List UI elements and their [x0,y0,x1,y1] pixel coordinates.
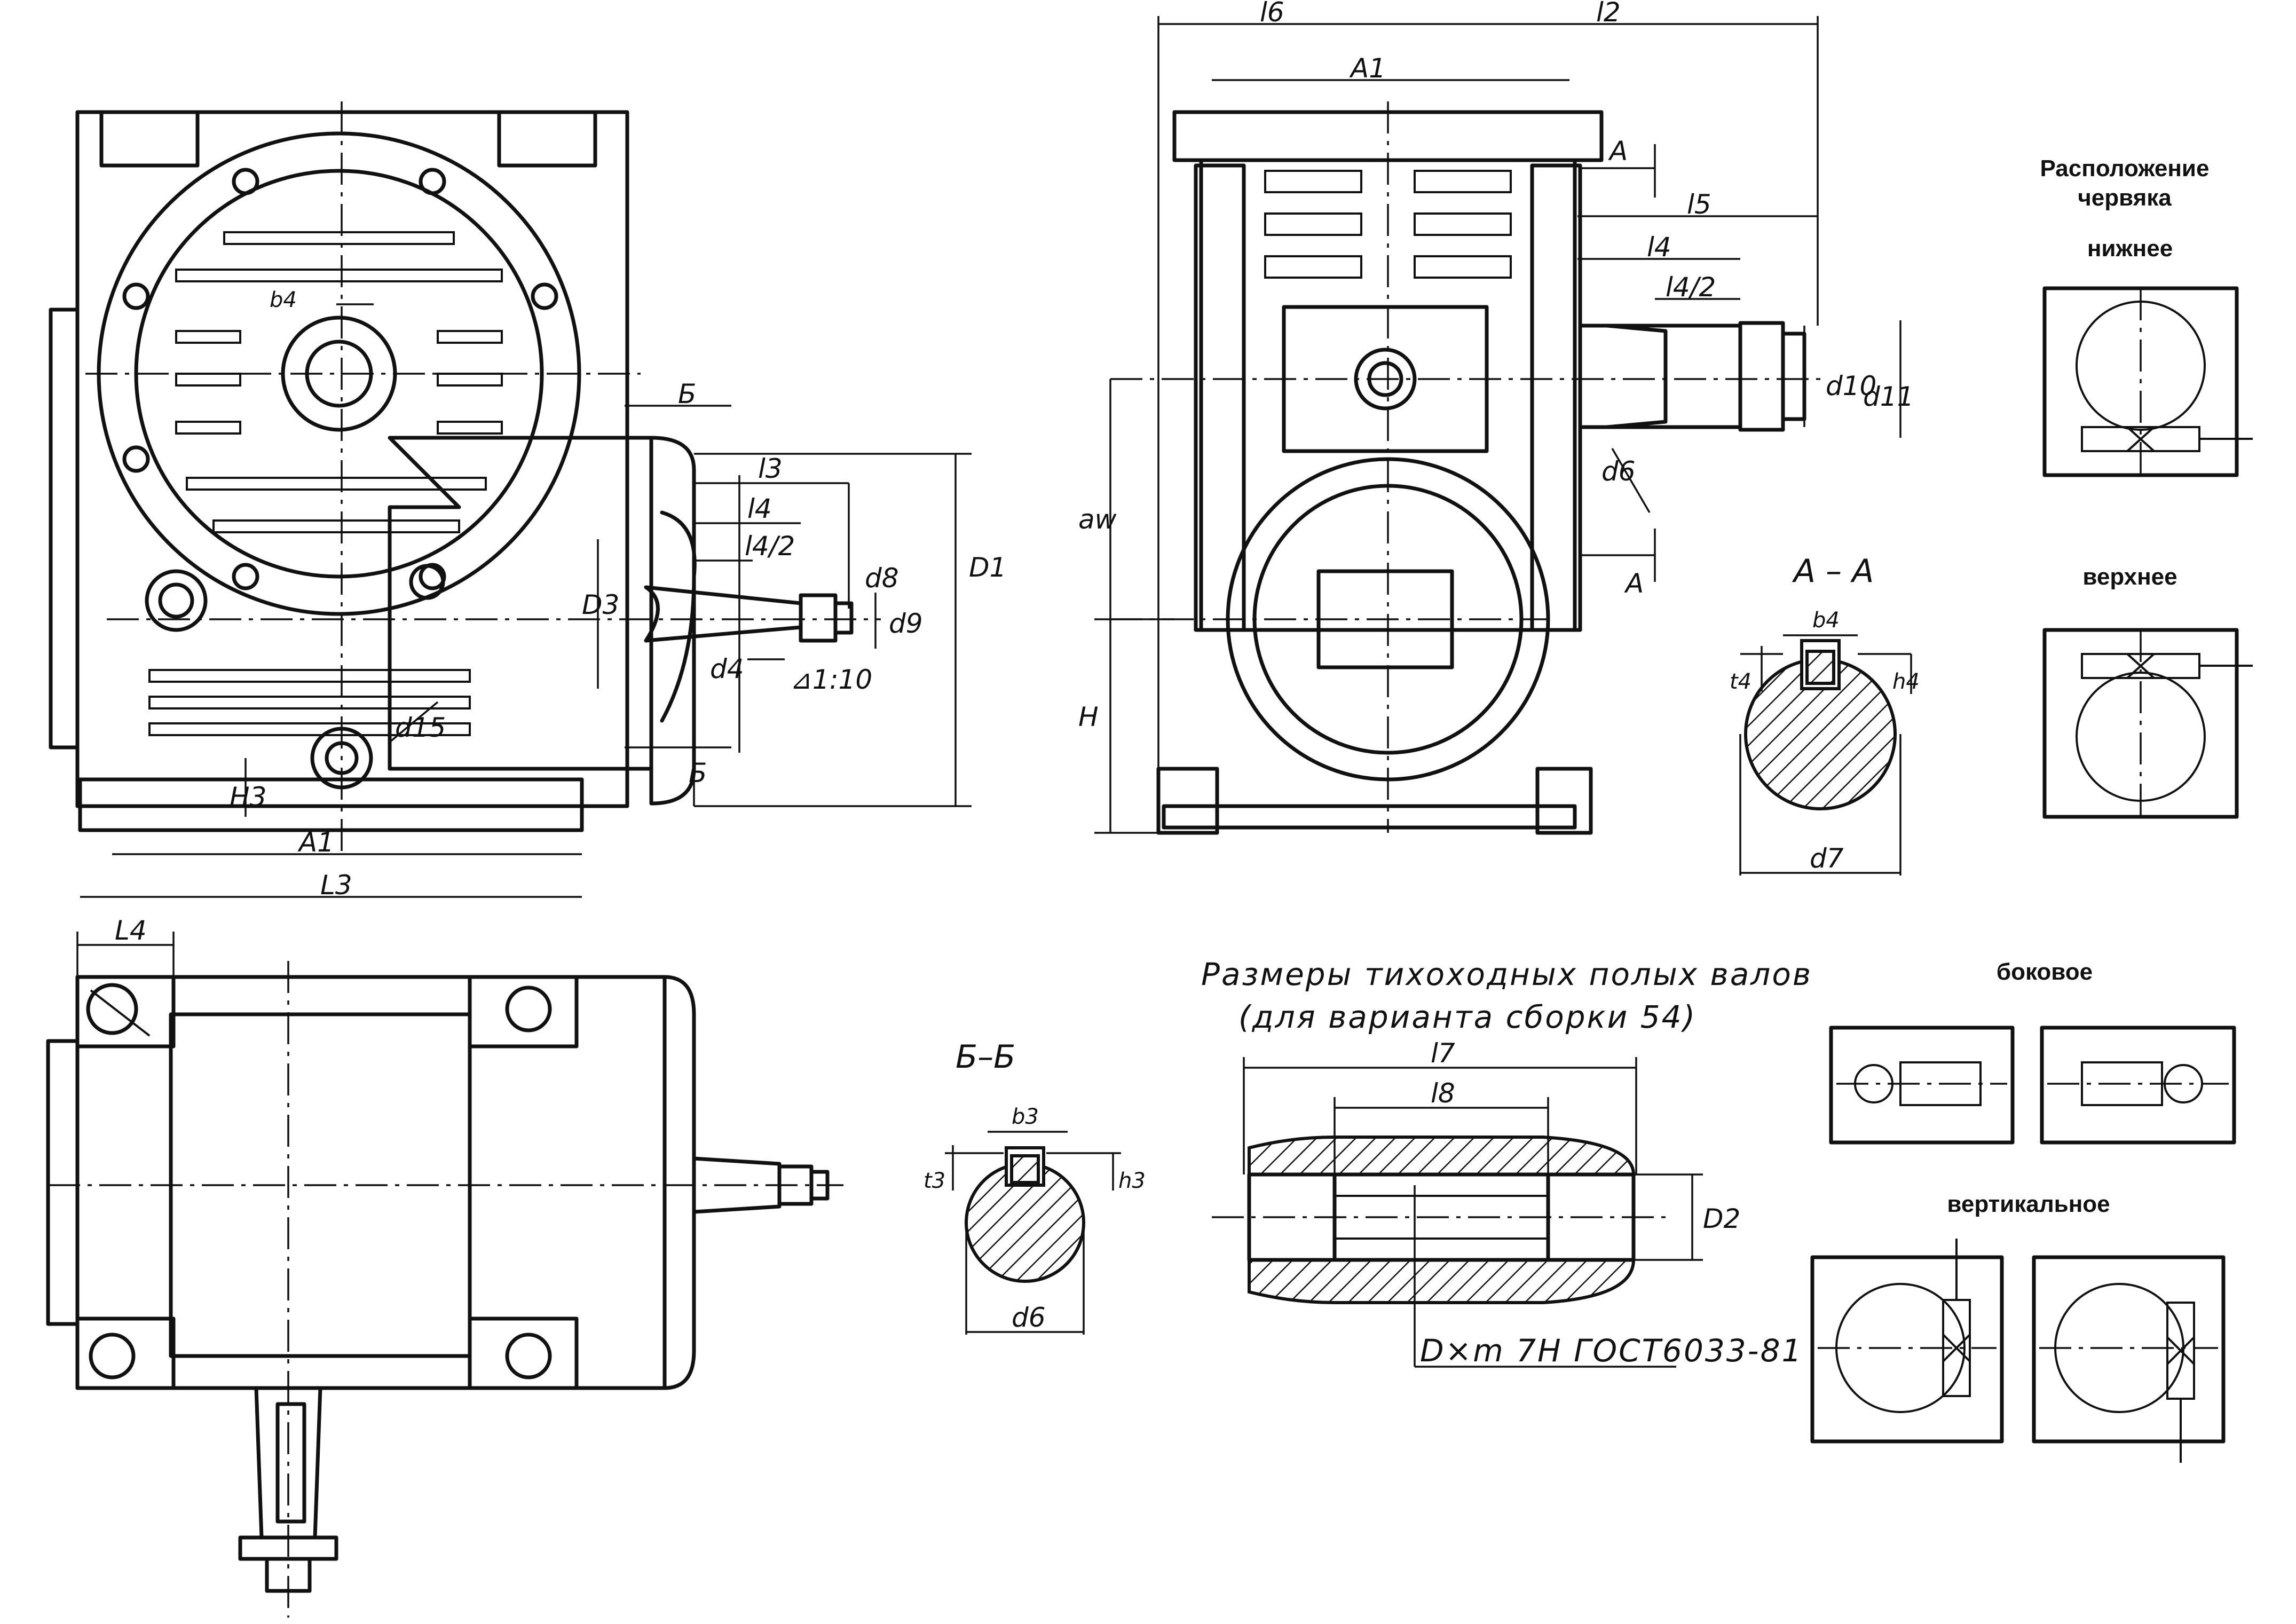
dim-t4: t4 [1730,669,1751,694]
section-mark-a-top: A [1608,136,1628,167]
dim-d7: d7 [1810,843,1844,874]
dim-d11: d11 [1863,381,1914,412]
housing-bolts [122,168,558,590]
worm-side-label: боковое [1997,959,2093,985]
worm-position-title-line1: Расположение [2040,155,2210,182]
dim-L3: L3 [320,870,352,901]
dim-l8: l8 [1431,1078,1455,1109]
dim-d15: d15 [395,712,446,743]
section-a-a: A – A b4 t4 h4 d7 [1730,553,1920,876]
worm-vertical-label: вертикальное [1947,1191,2110,1217]
dim-t3: t3 [924,1169,945,1193]
diagram-worm-vertical-right [2032,1255,2226,1463]
dim-h4: h4 [1892,669,1920,694]
cooling-fins [148,231,503,736]
worm-position-panel: Расположение червяка нижнее верхнее боко… [1810,155,2253,1463]
dim-h3: h3 [1118,1169,1146,1193]
dim-l4: l4 [747,493,772,524]
dim-d8: d8 [865,563,899,594]
section-b-b-title: Б–Б [956,1038,1015,1076]
dim-A1-front: A1 [297,827,334,858]
section-b-b: Б–Б b3 t3 h3 d6 [924,1038,1146,1335]
side-fins [1264,170,1512,279]
side-view: l6 l2 A1 A A l5 l4 l4/2 d10 d11 d6 aw H [1078,0,1914,835]
dim-b3: b3 [1012,1105,1039,1129]
diagram-worm-side-right [2040,1026,2236,1145]
section-mark-a-bottom: A [1624,568,1644,599]
spline-note: D×m 7H ГОСТ6033-81 [1420,1333,1803,1369]
dim-L4: L4 [115,915,147,946]
dim-H3: H3 [230,782,266,813]
dim-d4: d4 [710,653,744,684]
front-view: Б Б l3 l4 l4/2 d8 d9 D1 D3 d4 ⊿1:10 d15 … [49,101,1006,901]
dim-d6-side: d6 [1601,456,1636,487]
dim-l6: l6 [1260,0,1284,28]
plan-view: L4 [46,915,843,1618]
dim-A1-side: A1 [1349,53,1386,84]
dim-taper: ⊿1:10 [790,664,872,695]
diagram-worm-side-left [1829,1026,2015,1145]
dim-l4-half-side: l4/2 [1666,272,1716,303]
dim-d10: d10 [1826,370,1876,401]
hollow-shaft-title-line2: (для варианта сборки 54) [1238,999,1697,1035]
worm-lower-label: нижнее [2087,235,2173,262]
worm-upper-label: верхнее [2082,564,2177,590]
dim-b4-front: b4 [270,288,297,312]
dim-l4-side: l4 [1647,232,1671,263]
diagram-worm-lower [2042,286,2253,477]
hollow-shaft-title-line1: Размеры тихоходных полых валов [1201,956,1812,992]
dim-aw: aw [1078,504,1117,535]
dim-D2: D2 [1703,1203,1740,1234]
dim-l5: l5 [1687,189,1711,220]
dim-H: H [1078,701,1099,732]
hollow-shaft: Размеры тихоходных полых валов (для вари… [1201,956,1812,1369]
section-mark-b-bottom: Б [689,758,707,789]
dim-d9: d9 [889,608,923,639]
section-mark-b-top: Б [678,379,696,409]
dim-D1: D1 [969,552,1006,583]
worm-position-title-line2: червяка [2078,185,2172,211]
diagram-worm-upper [2042,628,2253,819]
dim-l7: l7 [1431,1038,1455,1069]
dim-b4-section: b4 [1812,608,1840,633]
diagram-worm-vertical-left [1810,1239,2004,1444]
dim-l4-half: l4/2 [745,531,795,562]
section-a-a-title: A – A [1792,553,1874,590]
dim-d6-section: d6 [1012,1302,1046,1333]
dim-l2: l2 [1596,0,1621,28]
dim-D3: D3 [582,589,619,620]
dim-l3: l3 [758,453,783,484]
